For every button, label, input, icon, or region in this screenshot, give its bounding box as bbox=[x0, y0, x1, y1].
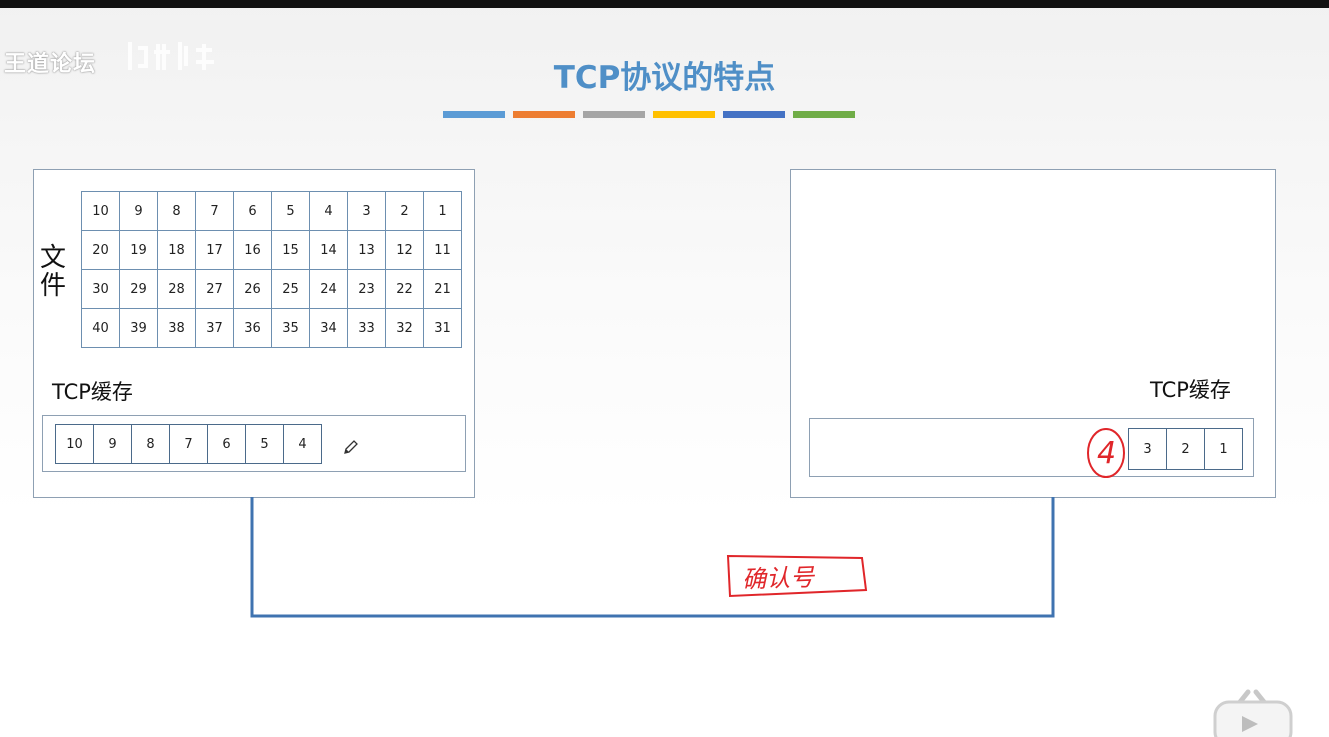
handwritten-annotation: 确认号 bbox=[726, 554, 868, 598]
color-bar-segment bbox=[443, 111, 505, 118]
color-bar-segment bbox=[513, 111, 575, 118]
file-grid-cell: 38 bbox=[157, 308, 196, 348]
handwritten-number: 4 bbox=[1097, 436, 1116, 471]
buffer-cell: 5 bbox=[245, 424, 284, 464]
color-bar-segment bbox=[723, 111, 785, 118]
file-grid-cell: 20 bbox=[81, 230, 120, 270]
buffer-cell: 4 bbox=[283, 424, 322, 464]
file-grid-cell: 40 bbox=[81, 308, 120, 348]
file-grid-cell: 16 bbox=[233, 230, 272, 270]
file-grid-cell: 33 bbox=[347, 308, 386, 348]
file-grid-cell: 4 bbox=[309, 191, 348, 231]
buffer-cell: 6 bbox=[207, 424, 246, 464]
file-grid-cell: 31 bbox=[423, 308, 462, 348]
color-bar-segment bbox=[793, 111, 855, 118]
file-grid-cell: 30 bbox=[81, 269, 120, 309]
color-bar-segment bbox=[653, 111, 715, 118]
pencil-cursor-icon bbox=[344, 440, 358, 454]
color-bar-segment bbox=[583, 111, 645, 118]
video-player-logo bbox=[1213, 689, 1293, 737]
file-grid-cell: 23 bbox=[347, 269, 386, 309]
file-grid-cell: 24 bbox=[309, 269, 348, 309]
file-grid-cell: 10 bbox=[81, 191, 120, 231]
file-grid-cell: 8 bbox=[157, 191, 196, 231]
top-bar bbox=[0, 0, 1329, 8]
file-grid-cell: 15 bbox=[271, 230, 310, 270]
file-grid-cell: 36 bbox=[233, 308, 272, 348]
buffer-cell: 1 bbox=[1204, 428, 1243, 470]
slide-title: TCP协议的特点 bbox=[553, 60, 776, 96]
file-grid-cell: 25 bbox=[271, 269, 310, 309]
file-grid-cell: 37 bbox=[195, 308, 234, 348]
file-grid-cell: 32 bbox=[385, 308, 424, 348]
file-label: 文件 bbox=[40, 243, 67, 301]
file-grid-cell: 27 bbox=[195, 269, 234, 309]
receiver-cache-label: TCP缓存 bbox=[1150, 378, 1231, 402]
file-grid-cell: 9 bbox=[119, 191, 158, 231]
file-grid-cell: 12 bbox=[385, 230, 424, 270]
handwritten-circled-number: 4 bbox=[1087, 428, 1125, 478]
buffer-cell: 9 bbox=[93, 424, 132, 464]
buffer-cell: 10 bbox=[55, 424, 94, 464]
file-grid-cell: 1 bbox=[423, 191, 462, 231]
buffer-cell: 8 bbox=[131, 424, 170, 464]
file-grid-cell: 34 bbox=[309, 308, 348, 348]
watermark-logo bbox=[128, 42, 214, 70]
sender-cache-label: TCP缓存 bbox=[52, 380, 133, 404]
file-grid-cell: 39 bbox=[119, 308, 158, 348]
handwritten-annotation-text: 确认号 bbox=[742, 563, 817, 594]
file-grid-cell: 18 bbox=[157, 230, 196, 270]
file-grid-cell: 28 bbox=[157, 269, 196, 309]
watermark-text: 王道论坛 bbox=[4, 52, 97, 77]
